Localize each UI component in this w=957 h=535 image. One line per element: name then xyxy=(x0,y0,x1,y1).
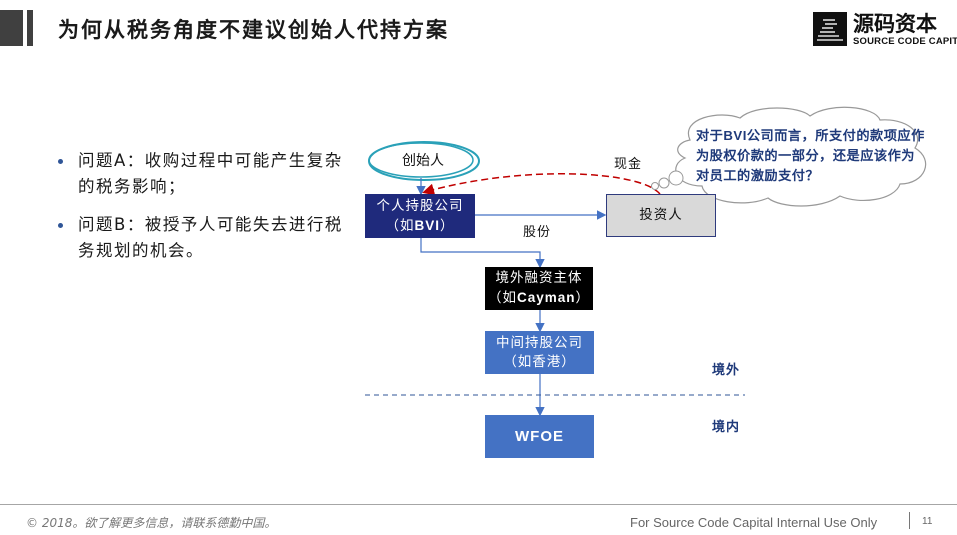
footer-copyright: © 2018。欲了解更多信息，请联系德勤中国。 xyxy=(26,516,277,530)
thought-cloud-icon xyxy=(651,106,927,207)
investor-label: 投资人 xyxy=(639,207,683,223)
logo-name-en: SOURCE CODE CAPITAL xyxy=(853,36,957,47)
logo-mark-icon xyxy=(813,12,847,46)
page-number: 11 xyxy=(922,516,933,527)
bullet-item: 问题A：收购过程中可能产生复杂的税务影响； xyxy=(58,148,348,200)
bullet-text: 问题B：被授予人可能失去进行税务规划的机会。 xyxy=(78,215,343,260)
founder-label: 创始人 xyxy=(402,153,444,169)
logo-name-cn: 源码资本 xyxy=(853,11,937,36)
bullet-dot-icon xyxy=(58,223,63,228)
cayman-line2: （如Cayman） xyxy=(487,290,591,306)
bvi-line1: 个人持股公司 xyxy=(376,197,464,214)
cash-label: 现金 xyxy=(614,157,643,172)
bullet-text: 问题A：收购过程中可能产生复杂的税务影响； xyxy=(78,151,343,196)
offshore-label: 境外 xyxy=(712,363,741,378)
footer-divider xyxy=(0,504,957,505)
footer-notice: For Source Code Capital Internal Use Onl… xyxy=(630,515,878,530)
cash-arrow xyxy=(422,173,661,196)
bvi-holding-node: 个人持股公司 （如BVI） xyxy=(365,194,475,238)
cayman-entity-node: 境外融资主体 （如Cayman） xyxy=(485,267,593,310)
page-title: 为何从税务角度不建议创始人代持方案 xyxy=(58,17,449,42)
hk-line1: 中间持股公司 xyxy=(496,334,583,351)
founder-node: 创始人 xyxy=(368,142,478,178)
cayman-line1: 境外融资主体 xyxy=(495,270,583,286)
bullet-list: 问题A：收购过程中可能产生复杂的税务影响； 问题B：被授予人可能失去进行税务规划… xyxy=(58,148,348,276)
hk-line2: （如香港） xyxy=(503,353,576,370)
footer-separator xyxy=(909,512,910,529)
shares-label: 股份 xyxy=(523,225,552,240)
hk-holding-node: 中间持股公司 （如香港） xyxy=(485,331,594,374)
investor-node: 投资人 xyxy=(606,194,716,237)
founder-ellipse-inner xyxy=(368,142,474,178)
bullet-item: 问题B：被授予人可能失去进行税务规划的机会。 xyxy=(58,212,348,264)
thought-cloud-text: 对于BVI公司而言，所支付的款项应作为股权价款的一部分，还是应该作为对员工的激励… xyxy=(696,128,925,184)
bvi-line2: （如BVI） xyxy=(385,217,455,234)
wfoe-label: WFOE xyxy=(515,428,564,445)
bvi-cayman-arrow xyxy=(420,238,545,269)
title-accent-block xyxy=(0,10,23,46)
wfoe-node: WFOE xyxy=(485,415,594,458)
brand-logo: 源码资本 SOURCE CODE CAPITAL xyxy=(813,10,957,50)
onshore-label: 境内 xyxy=(712,420,741,435)
bullet-dot-icon xyxy=(58,159,63,164)
title-accent-stripe xyxy=(27,10,33,46)
